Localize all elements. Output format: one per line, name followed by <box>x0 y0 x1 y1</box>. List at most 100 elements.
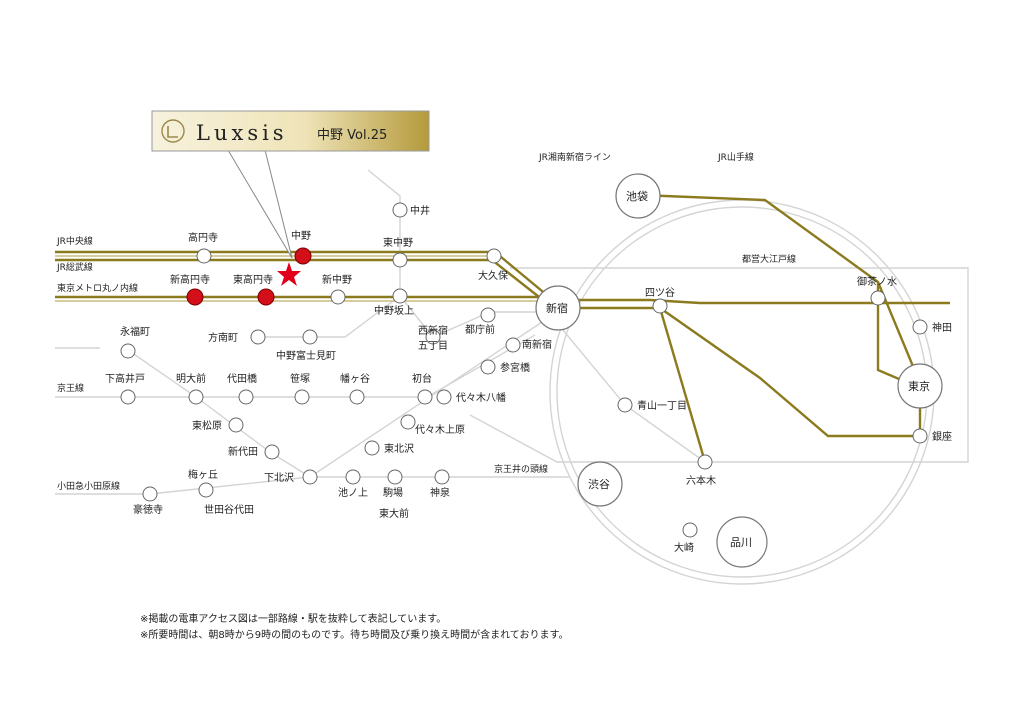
station-yoyogi-hachiman-dot[interactable] <box>436 389 452 405</box>
station-ikenoue-dot[interactable] <box>345 469 361 485</box>
station-shinagawa-circle[interactable] <box>716 516 768 568</box>
label-shinagawa: 品川 <box>730 536 752 549</box>
station-higashi-matsubara-dot[interactable] <box>228 417 244 433</box>
station-yoyogi-uehara-dot[interactable] <box>400 414 416 430</box>
label-sasazuka: 笹塚 <box>290 372 310 385</box>
label-higashi-nakano: 東中野 <box>383 236 413 249</box>
label-koenji: 高円寺 <box>188 231 218 244</box>
label-shimokitazawa: 下北沢 <box>264 471 294 484</box>
station-higashi-nakano-dot[interactable] <box>392 252 408 268</box>
station-kanda-dot[interactable] <box>912 319 928 335</box>
label-shin-koenji: 新高円寺 <box>170 273 210 286</box>
label-ikenoue: 池ノ上 <box>338 486 368 499</box>
label-higashi-kitazawa: 東北沢 <box>384 442 414 455</box>
shinjuku-yotsuya <box>658 307 707 463</box>
station-ginza-dot[interactable] <box>912 428 928 444</box>
oedo-nw <box>399 295 548 338</box>
luxsis-emblem-icon <box>161 119 185 143</box>
label-hatagaya: 幡ヶ谷 <box>340 372 370 385</box>
label-yoyogi-hachiman: 代々木八幡 <box>456 391 506 404</box>
station-shinjuku-circle[interactable] <box>535 285 581 331</box>
badge-box <box>151 110 430 152</box>
station-nakano-sakaue-dot[interactable] <box>392 288 408 304</box>
label-shinsen: 神泉 <box>430 486 450 499</box>
station-hatsudai-dot[interactable] <box>417 389 433 405</box>
line-labels: JR中央線 JR総武線 東京メトロ丸ノ内線 JR湘南新宿ライン JR山手線 都営… <box>56 151 796 492</box>
station-gotokuji-dot[interactable] <box>142 486 158 502</box>
station-shimokitazawa-dot[interactable] <box>302 469 318 485</box>
label-sangubashi: 参宮橋 <box>500 361 530 374</box>
station-shin-koenji-dot[interactable] <box>186 288 204 306</box>
station-higashi-koenji-dot[interactable] <box>257 288 275 306</box>
station-daitabashi-dot[interactable] <box>238 389 254 405</box>
station-shibuya-circle[interactable] <box>577 461 623 507</box>
badge-suffix: 中野 Vol.25 <box>317 128 387 143</box>
label-nakano: 中野 <box>291 229 311 242</box>
station-yotsuya-dot[interactable] <box>652 298 668 314</box>
label-tochomae: 都庁前 <box>465 323 495 336</box>
station-meidaimae-dot[interactable] <box>188 389 204 405</box>
label-nakano-fujimicho: 中野富士見町 <box>276 349 336 362</box>
station-nishishinjuku-dot[interactable] <box>425 329 441 345</box>
oedo-aoyama <box>547 311 706 463</box>
station-eifukucho-dot[interactable] <box>120 343 136 359</box>
label-nishishinjuku-1: 西新宿 <box>418 324 448 337</box>
station-shin-nakano-dot[interactable] <box>330 289 346 305</box>
station-shindaita-dot[interactable] <box>264 444 280 460</box>
chuo-rapid-east <box>548 298 950 305</box>
label-shonan: JR湘南新宿ライン <box>538 151 611 163</box>
station-minami-shinjuku-dot[interactable] <box>505 337 521 353</box>
station-honancho-dot[interactable] <box>250 329 266 345</box>
station-shimotakaido-dot[interactable] <box>120 389 136 405</box>
label-shin-nakano: 新中野 <box>322 273 352 286</box>
station-tochomae-dot[interactable] <box>480 307 496 323</box>
label-eifukucho: 永福町 <box>120 325 150 338</box>
label-umegaoka: 梅ヶ丘 <box>188 468 218 481</box>
label-tokyo: 東京 <box>908 379 930 393</box>
label-odakyu: 小田急小田原線 <box>57 480 120 492</box>
label-nakai: 中井 <box>410 204 430 217</box>
label-setagaya-daita: 世田谷代田 <box>204 504 254 516</box>
station-okubo-dot[interactable] <box>486 248 502 264</box>
station-sasazuka-dot[interactable] <box>294 389 310 405</box>
footnote-2: ※所要時間は、朝8時から9時の間のものです。待ち時間及び乗り換え時間が含まれてお… <box>140 630 569 641</box>
station-shinsen-dot[interactable] <box>434 469 450 485</box>
footnote-1: ※掲載の電車アクセス図は一部路線・駅を抜粋して表記しています。 <box>140 614 447 625</box>
badge-pointer <box>227 149 293 259</box>
label-jr-sobu: JR総武線 <box>56 261 93 273</box>
station-aoyama-dot[interactable] <box>617 397 633 413</box>
station-labels: 高円寺 中野 新高円寺 東高円寺 新中野 中井 東中野 大久保 中野坂上 西新宿… <box>105 189 952 554</box>
small-stations <box>120 202 928 538</box>
label-osaki: 大崎 <box>674 541 694 554</box>
station-ikebukuro-circle[interactable] <box>615 173 661 219</box>
station-nakai-dot[interactable] <box>392 202 408 218</box>
station-koenji-dot[interactable] <box>196 248 212 264</box>
label-honancho: 方南町 <box>208 331 238 344</box>
label-shimotakaido: 下高井戸 <box>105 372 145 385</box>
label-higashi-matsubara: 東松原 <box>192 419 222 432</box>
label-yamanote: JR山手線 <box>717 151 754 163</box>
station-ochanomizu-dot[interactable] <box>870 290 886 306</box>
station-tokyo-circle[interactable] <box>897 363 943 409</box>
station-sangubashi-dot[interactable] <box>480 359 496 375</box>
label-daitabashi: 代田橋 <box>227 372 257 385</box>
label-shindaita: 新代田 <box>228 445 258 458</box>
station-komaba-dot[interactable] <box>387 469 403 485</box>
jr-light-lines <box>55 255 548 302</box>
footnotes: ※掲載の電車アクセス図は一部路線・駅を抜粋して表記しています。 ※所要時間は、朝… <box>140 612 569 644</box>
title-badge: Luxsis 中野 Vol.25 <box>151 110 430 259</box>
station-hatagaya-dot[interactable] <box>349 389 365 405</box>
oedo-loop <box>469 267 969 463</box>
label-roppongi: 六本木 <box>686 474 716 487</box>
station-higashi-kitazawa-dot[interactable] <box>364 440 380 456</box>
label-jr-chuo: JR中央線 <box>56 235 93 247</box>
station-nakano-dot[interactable] <box>294 247 312 265</box>
label-kanda: 神田 <box>932 321 952 334</box>
station-roppongi-dot[interactable] <box>697 454 713 470</box>
station-umegaoka-dot[interactable] <box>198 482 214 498</box>
label-shinjuku: 新宿 <box>546 301 568 315</box>
label-inokashira: 京王井の頭線 <box>494 463 548 475</box>
station-nakano-fujimicho-dot[interactable] <box>302 329 318 345</box>
label-marunouchi: 東京メトロ丸ノ内線 <box>57 282 138 294</box>
station-osaki-dot[interactable] <box>682 522 698 538</box>
